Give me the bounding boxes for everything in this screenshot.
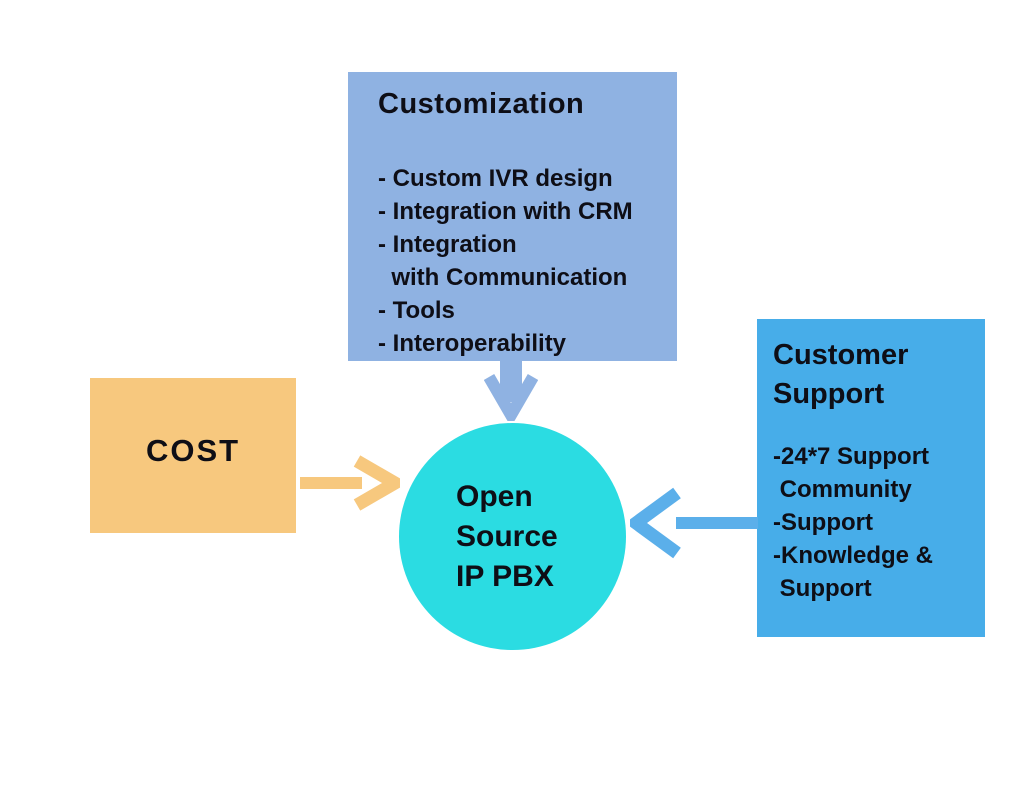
list-item: -Knowledge & bbox=[773, 542, 933, 569]
customer-support-list: -24*7 Support Community -Support -Knowle… bbox=[773, 440, 977, 605]
arrow-cost-to-center bbox=[300, 455, 400, 513]
arrow-support-to-center bbox=[630, 485, 758, 561]
list-item: - Tools bbox=[378, 297, 455, 324]
left-arrow-icon bbox=[630, 487, 758, 559]
circle-label-line: Open bbox=[456, 479, 533, 513]
circle-label-line: IP PBX bbox=[456, 559, 554, 593]
list-item: -24*7 Support bbox=[773, 443, 930, 470]
list-item: Support bbox=[773, 575, 872, 602]
customization-title: Customization bbox=[378, 88, 585, 120]
circle-label-line: Source bbox=[456, 519, 558, 553]
customization-box: Customization - Custom IVR design - Inte… bbox=[348, 72, 677, 361]
cost-box: COST bbox=[90, 378, 296, 533]
right-arrow-icon bbox=[300, 455, 400, 511]
list-item: - Integration bbox=[378, 231, 517, 258]
list-item: -Support bbox=[773, 509, 873, 536]
list-item: - Interoperability bbox=[378, 330, 567, 357]
arrow-customization-to-center bbox=[484, 361, 538, 421]
list-item: - Custom IVR design bbox=[378, 165, 613, 192]
customer-support-box: Customer Support -24*7 Support Community… bbox=[757, 319, 985, 637]
list-item: Community bbox=[773, 476, 912, 503]
list-item: - Integration with CRM bbox=[378, 198, 633, 225]
customization-list: - Custom IVR design - Integration with C… bbox=[378, 162, 677, 360]
open-source-ip-pbx-circle: Open Source IP PBX bbox=[399, 423, 626, 650]
cost-label: COST bbox=[145, 432, 241, 468]
down-arrow-icon bbox=[484, 361, 538, 421]
list-item: with Communication bbox=[378, 264, 628, 291]
customer-support-title: Customer Support bbox=[773, 339, 909, 410]
